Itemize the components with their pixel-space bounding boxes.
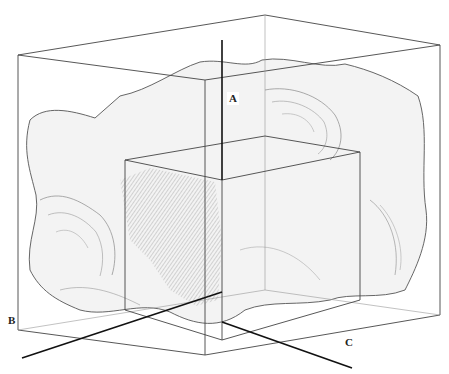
axis-lines bbox=[22, 40, 352, 368]
axis-label: B bbox=[6, 314, 17, 327]
axis-label: A bbox=[227, 92, 239, 105]
outer-cube bbox=[18, 15, 440, 355]
rock-fragment bbox=[27, 59, 427, 323]
inner-cube bbox=[125, 136, 360, 340]
axis-label: C bbox=[343, 336, 355, 349]
